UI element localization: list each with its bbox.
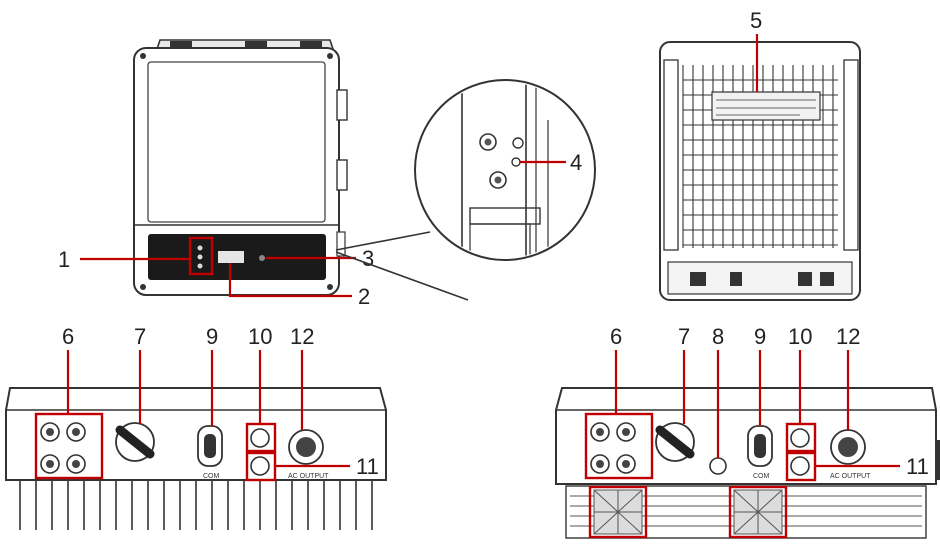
callout-3-label: 3 xyxy=(362,246,374,271)
left-callout-7: 7 xyxy=(134,324,146,349)
callout-1: 1 xyxy=(58,247,190,272)
bottom-view-right: COM AC OUTPUT xyxy=(555,387,940,539)
inverter-front-view xyxy=(133,39,348,296)
callout-2-label: 2 xyxy=(358,284,370,309)
left-callout-9: 9 xyxy=(206,324,218,349)
ac-output-label-left: AC OUTPUT xyxy=(288,473,329,480)
ac-output-connector: AC OUTPUT xyxy=(288,429,329,480)
fan-grill-right xyxy=(733,489,783,535)
rear-label-plate xyxy=(711,91,821,121)
port-8-vent xyxy=(709,457,727,475)
dc-switch xyxy=(115,422,155,462)
left-callout-6: 6 xyxy=(62,324,74,349)
com-port-label: COM xyxy=(203,473,220,480)
communication-port: COM xyxy=(197,425,223,480)
left-callout-11: 11 xyxy=(356,454,379,479)
com-port-label-right: COM xyxy=(753,473,770,480)
callout-4: 4 xyxy=(520,150,582,175)
left-callout-10: 10 xyxy=(248,324,272,349)
zoom-detail-bubble xyxy=(335,79,596,301)
right-callout-8: 8 xyxy=(712,324,724,349)
bottom-right-callouts: 6 7 8 9 10 12 11 xyxy=(610,324,929,479)
callout-1-label: 1 xyxy=(58,247,70,272)
right-callout-6: 6 xyxy=(610,324,622,349)
dc-input-terminals-right xyxy=(590,422,636,474)
indicator-leds-box xyxy=(188,236,214,276)
inverter-rear-view xyxy=(659,41,861,301)
bottom-view-left: COM AC OUTPUT xyxy=(5,387,387,530)
ac-output-label-right: AC OUTPUT xyxy=(830,473,871,480)
dc-switch-right xyxy=(655,422,695,462)
right-callout-7: 7 xyxy=(678,324,690,349)
fan-grill-left xyxy=(593,489,643,535)
right-callout-9: 9 xyxy=(754,324,766,349)
bottom-left-callouts: 6 7 9 10 12 11 xyxy=(62,324,379,479)
callout-5: 5 xyxy=(750,8,762,92)
dc-input-terminals xyxy=(40,422,86,474)
right-callout-10: 10 xyxy=(788,324,812,349)
left-callout-12: 12 xyxy=(290,324,314,349)
ac-output-connector-right: AC OUTPUT xyxy=(830,429,871,480)
callout-4-label: 4 xyxy=(570,150,582,175)
right-callout-11: 11 xyxy=(906,454,929,479)
callout-2: 2 xyxy=(228,263,370,309)
callout-5-label: 5 xyxy=(750,8,762,33)
right-callout-12: 12 xyxy=(836,324,860,349)
